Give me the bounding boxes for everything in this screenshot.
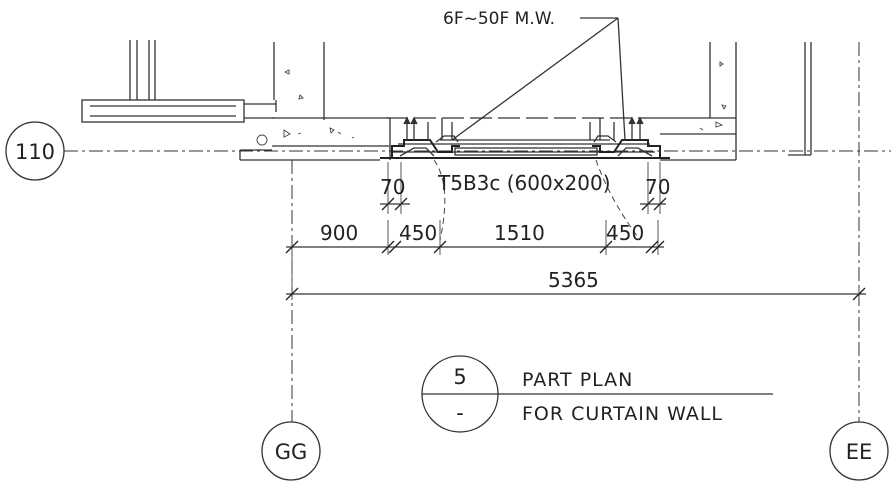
curtain-wall-panel bbox=[380, 116, 670, 241]
dim-total-5365: 5365 bbox=[548, 268, 599, 292]
callout-label: 6F~50F M.W. bbox=[443, 9, 555, 29]
dim-1510: 1510 bbox=[494, 221, 545, 245]
panel-label: T5B3c (600x200) bbox=[437, 171, 611, 195]
drawing-title-block: 5 - PART PLAN FOR CURTAIN WALL bbox=[421, 355, 773, 433]
grid-bubble-ee: EE bbox=[829, 421, 889, 481]
dim-450-right: 450 bbox=[606, 221, 644, 245]
dim-right-70: 70 bbox=[645, 175, 670, 199]
grid-label-110: 110 bbox=[15, 140, 55, 164]
grid-bubble-gg: GG bbox=[261, 421, 321, 481]
grid-lines bbox=[64, 42, 891, 422]
dim-left-70: 70 bbox=[380, 175, 405, 199]
building-structure bbox=[81, 40, 812, 161]
dim-900: 900 bbox=[320, 221, 358, 245]
grid-label-ee: EE bbox=[846, 440, 873, 464]
grid-bubble-110: 110 bbox=[5, 121, 65, 181]
title-line-1: PART PLAN bbox=[522, 369, 633, 391]
callout-leader: 6F~50F M.W. bbox=[443, 9, 626, 141]
title-line-2: FOR CURTAIN WALL bbox=[522, 403, 723, 425]
dimension-lines: 70 70 900 450 1510 450 5365 bbox=[285, 162, 866, 301]
detail-sheet: - bbox=[456, 401, 464, 425]
grid-label-gg: GG bbox=[275, 440, 308, 464]
dim-450-left: 450 bbox=[399, 221, 437, 245]
detail-number: 5 bbox=[453, 365, 466, 389]
